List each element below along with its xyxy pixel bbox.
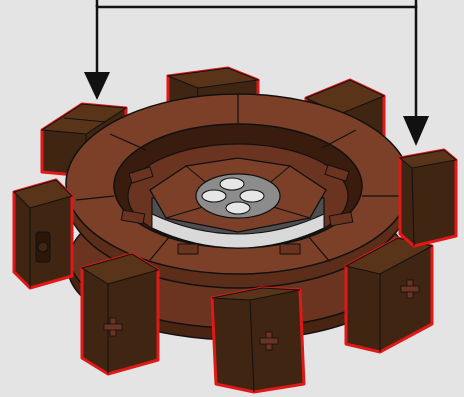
brick-front-2 — [82, 254, 158, 374]
brick-right — [400, 150, 456, 246]
brick-front-left — [14, 180, 72, 288]
brick-front-3 — [212, 288, 304, 392]
center-hub — [128, 144, 348, 248]
